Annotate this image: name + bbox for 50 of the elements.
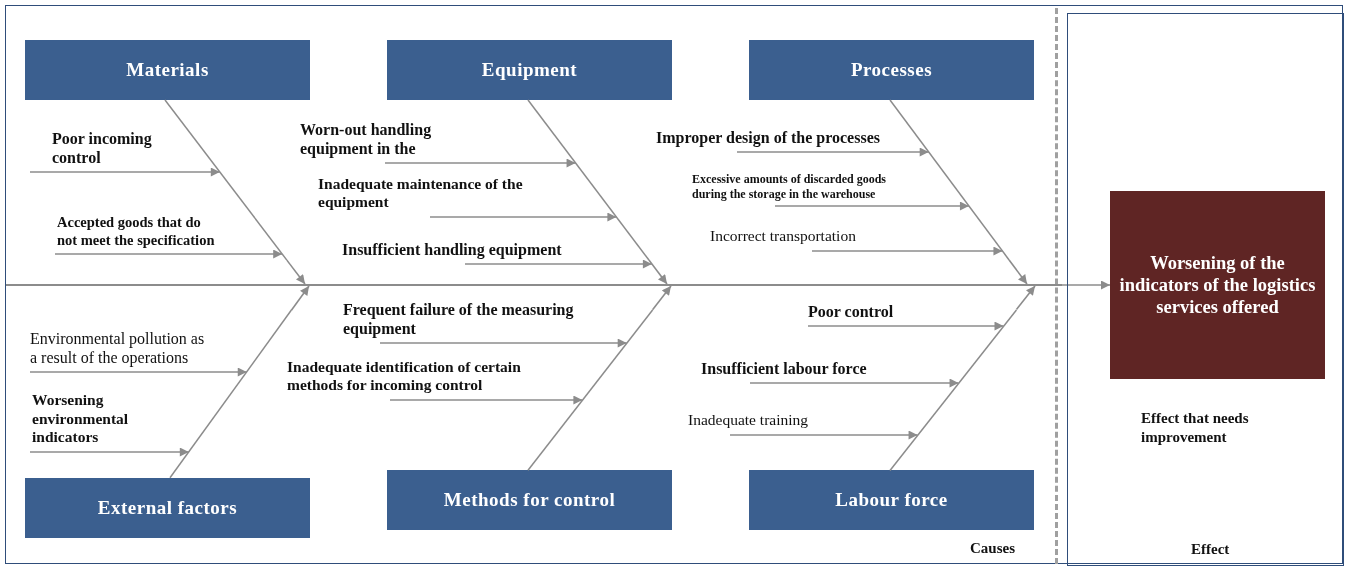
cause-arrow	[807, 321, 1005, 331]
arrowhead-arrow	[651, 285, 672, 311]
cause-text: Poor incoming control	[30, 128, 195, 167]
cause-arrow	[29, 167, 221, 177]
effect-heading: Effect	[1191, 540, 1230, 559]
cause-arrow	[29, 447, 190, 457]
cause-arrow	[29, 367, 248, 377]
effect-description: Effect that needs improvement	[1141, 409, 1250, 447]
cause-arrow	[464, 259, 653, 269]
spine-line	[6, 284, 1062, 286]
causes-heading: Causes	[970, 540, 1015, 557]
cause-arrow	[774, 201, 970, 211]
cause-text: Poor control	[808, 301, 958, 321]
cause-text: Inadequate maintenance of the equipment	[318, 174, 588, 212]
cause-arrow	[54, 249, 283, 259]
arrowhead-arrow	[286, 259, 306, 285]
category-box: Equipment	[387, 40, 672, 100]
cause-text: Worn-out handling equipment in the	[300, 119, 500, 158]
category-box: Labour force	[749, 470, 1034, 530]
cause-arrow	[811, 246, 1004, 256]
cause-arrow	[379, 338, 628, 348]
cause-text: Worsening environmental indicators	[30, 391, 160, 447]
cause-arrow	[389, 395, 584, 405]
cause-text: Insufficient handling equipment	[342, 239, 562, 259]
cause-arrow	[384, 158, 577, 168]
cause-arrow	[429, 212, 618, 222]
cause-arrow	[736, 147, 930, 157]
category-box: External factors	[25, 478, 310, 538]
bone-line	[890, 100, 1010, 260]
category-box: Processes	[749, 40, 1034, 100]
cause-text: Insufficient labour force	[701, 358, 926, 378]
cause-text: Improper design of the processes	[656, 127, 886, 147]
spine-arrow	[1061, 280, 1111, 290]
arrowhead-arrow	[1015, 285, 1036, 311]
cause-text: Excessive amounts of discarded goods during the storage in the warehouse	[692, 172, 892, 201]
arrowhead-arrow	[1008, 259, 1028, 285]
cause-arrow	[729, 430, 919, 440]
cause-text: Accepted goods that do not meet the specification	[55, 214, 215, 249]
arrowhead-arrow	[290, 285, 310, 312]
cause-text: Frequent failure of the measuring equipment	[343, 299, 603, 338]
cause-text: Incorrect transportation	[710, 227, 940, 246]
cause-arrow	[749, 378, 960, 388]
cause-text: Environmental pollution as a result of the operations	[30, 328, 210, 367]
effect-panel	[1067, 13, 1344, 566]
arrowhead-arrow	[648, 259, 668, 285]
effect-box: Worsening of the indicators of the logistics services offered	[1110, 191, 1325, 379]
cause-text: Inadequate identification of certain methods for incoming control	[287, 357, 577, 395]
cause-text: Inadequate training	[688, 411, 888, 430]
category-box: Methods for control	[387, 470, 672, 530]
category-box: Materials	[25, 40, 310, 100]
